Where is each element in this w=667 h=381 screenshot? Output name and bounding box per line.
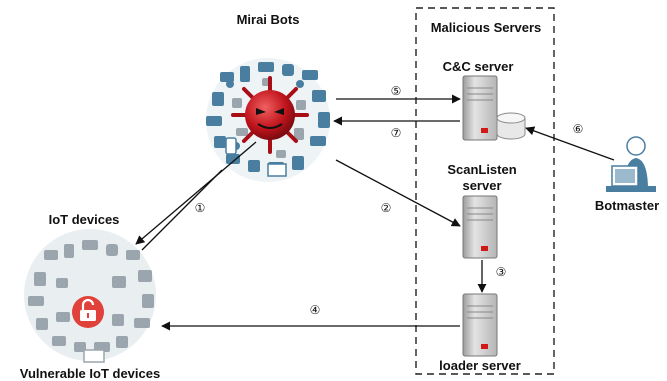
scanlisten-server-label-line1: ScanListen (447, 162, 516, 177)
step-1-label: ① (195, 201, 206, 215)
mirai-virus-icon (231, 76, 309, 154)
database-icon (496, 112, 526, 140)
arrow-step-1b (141, 169, 223, 251)
step-2-label: ② (381, 201, 392, 215)
botmaster-label: Botmaster (595, 198, 659, 213)
loader-server-icon (462, 293, 498, 357)
step-7-label: ⑦ (391, 126, 402, 140)
cnc-server-icon (462, 75, 498, 141)
step-6-label: ⑥ (573, 122, 584, 136)
unlocked-padlock-icon (72, 296, 104, 328)
step-4-label: ④ (310, 303, 321, 317)
step-3-label: ③ (496, 265, 507, 279)
scanlisten-server-label-line2: server (462, 178, 501, 193)
arrow-step-2 (335, 159, 461, 227)
malicious-servers-label: Malicious Servers (431, 20, 542, 35)
cnc-server-label: C&C server (443, 59, 514, 74)
step-5-label: ⑤ (391, 84, 402, 98)
loader-server-label: loader server (439, 358, 521, 373)
botmaster-person-icon (606, 136, 656, 192)
vulnerable-iot-cluster-icon (24, 229, 156, 363)
mirai-bots-label: Mirai Bots (237, 12, 300, 27)
iot-devices-label: IoT devices (49, 212, 120, 227)
scanlisten-server-icon (462, 195, 498, 259)
arrow-step-6 (525, 126, 615, 161)
arrow-step-1a (135, 141, 257, 245)
vulnerable-iot-devices-label: Vulnerable IoT devices (20, 366, 160, 381)
